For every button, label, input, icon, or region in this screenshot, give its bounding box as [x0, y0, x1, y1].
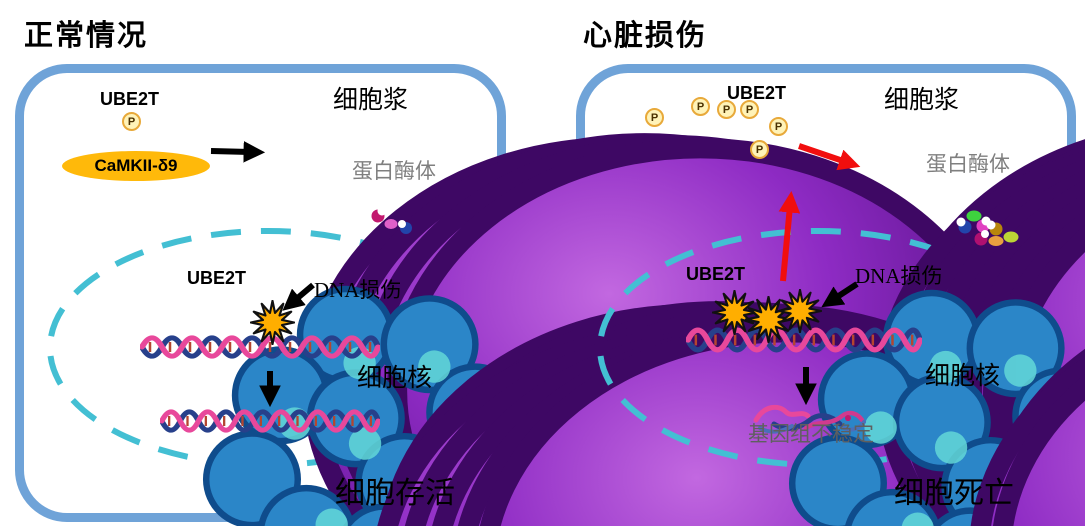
right-phospho-badge-5: P: [769, 117, 788, 136]
left-outcome-label: 细胞存活: [335, 477, 455, 510]
right-nucleus-label: 细胞核: [925, 363, 1001, 390]
right-nucleus-ube2t-label: UBE2T: [686, 264, 746, 284]
left-cytoplasm-label: 细胞浆: [333, 87, 409, 114]
right-phospho-badge-2: P: [691, 97, 710, 116]
right-dna-damage-label: DNA损伤: [855, 264, 943, 288]
left-dna-damage-label: DNA损伤: [314, 278, 402, 302]
left-phospho-badge: P: [122, 112, 141, 131]
right-phospho-badge-6: P: [750, 140, 769, 159]
camkii-label-right: CaMKII-δ9: [656, 171, 760, 194]
right-panel-title: 心脏损伤: [583, 20, 708, 52]
right-cytoplasm-label: 细胞浆: [884, 87, 960, 114]
right-genome-instability-label: 基因组不稳定: [748, 422, 874, 446]
right-outcome-label: 细胞死亡: [894, 477, 1014, 510]
camkii-ellipse-left: CaMKII-δ9: [62, 151, 210, 181]
left-nucleus-label: 细胞核: [357, 365, 433, 392]
right-proteasome-label: 蛋白酶体: [926, 152, 1010, 176]
left-ube2t-label: UBE2T: [100, 89, 160, 109]
right-phospho-badge-1: P: [645, 108, 664, 127]
camkii-ellipse-right: CaMKII-δ9: [628, 155, 788, 211]
right-phospho-badge-3: P: [717, 100, 736, 119]
right-ube2t-label: UBE2T: [727, 83, 787, 103]
left-proteasome-label: 蛋白酶体: [352, 159, 436, 183]
right-cell-membrane: [576, 64, 1076, 522]
camkii-label-left: CaMKII-δ9: [94, 156, 178, 175]
right-phospho-badge-4: P: [740, 100, 759, 119]
left-cell-membrane: [15, 64, 506, 522]
left-nucleus-ube2t-label: UBE2T: [187, 268, 247, 288]
left-panel-title: 正常情况: [24, 20, 149, 52]
